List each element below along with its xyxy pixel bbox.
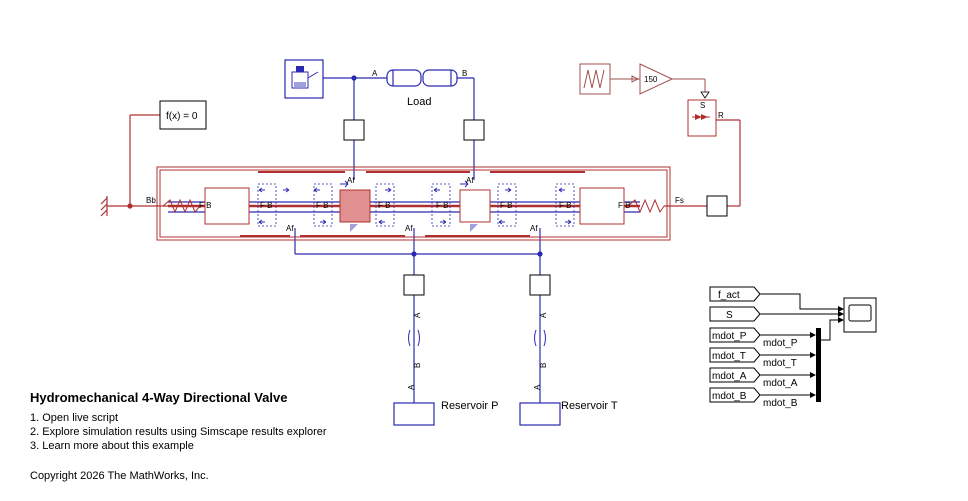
source-port-r: R	[718, 111, 724, 120]
pipe-p-port-a-bottom: A	[407, 384, 416, 390]
model-title: Hydromechanical 4-Way Directional Valve	[30, 390, 288, 405]
label-fb-5: F B	[436, 201, 448, 210]
reservoir-t-label: Reservoir T	[561, 400, 618, 412]
pipe-t-port-a-top: A	[539, 312, 548, 318]
reservoir-p[interactable]	[393, 402, 435, 426]
load-label: Load	[407, 96, 431, 108]
signal-arrowheads	[810, 306, 844, 398]
tag-f-act: f_act	[718, 290, 740, 301]
signal-source-chain[interactable]: 150 S R	[579, 63, 724, 137]
label-bb: Bb	[146, 196, 156, 205]
label-af-2: Af	[466, 176, 474, 185]
pipe-p-port-a-top: A	[413, 312, 422, 318]
source-port-s: S	[700, 101, 705, 110]
solver-configuration-block[interactable]: f(x) = 0	[159, 100, 207, 130]
link-learn-more[interactable]: 3. Learn more about this example	[30, 440, 194, 452]
load-port-b: B	[462, 69, 467, 78]
label-fb-7: F B	[559, 201, 571, 210]
pipe-t[interactable]	[534, 329, 546, 347]
load-port-a: A	[372, 69, 378, 78]
label-af-4: Af	[405, 224, 413, 233]
label-fb-2: F B	[260, 201, 272, 210]
link-explore-results[interactable]: 2. Explore simulation results using Sims…	[30, 426, 327, 438]
bus-label-mdot-t: mdot_T	[763, 358, 797, 369]
tag-mdot-p: mdot_P	[712, 331, 747, 342]
model-description-panel: Hydromechanical 4-Way Directional Valve …	[30, 390, 327, 453]
gain-value: 150	[644, 75, 658, 84]
directional-valve-body[interactable]	[156, 166, 671, 241]
scope-section[interactable]: f_act S mdot_P mdot_T mdot_A mdot_B mdot…	[709, 286, 877, 409]
valve-labels: Bb Fs Af Af Af Af Af F B F B F B F B F B…	[146, 176, 684, 233]
force-source-icon	[692, 114, 710, 120]
mux-bar[interactable]	[816, 328, 821, 402]
from-tag-shapes	[709, 286, 761, 403]
load-cylinder[interactable]	[386, 69, 458, 87]
label-fb-1: F B	[199, 201, 211, 210]
connector-ports[interactable]	[343, 119, 728, 296]
mechanical-reference-icon	[100, 196, 108, 217]
bus-label-mdot-a: mdot_A	[763, 378, 798, 389]
pipe-p[interactable]	[408, 329, 420, 347]
bus-label-mdot-p: mdot_P	[763, 338, 798, 349]
label-fb-3: F B	[316, 201, 328, 210]
label-fb-6: F B	[500, 201, 512, 210]
label-af-5: Af	[530, 224, 538, 233]
copyright-notice: Copyright 2026 The MathWorks, Inc.	[30, 470, 209, 482]
tag-mdot-b: mdot_B	[712, 391, 747, 402]
reservoir-t[interactable]	[519, 402, 561, 426]
pipe-p-port-b: B	[413, 363, 422, 368]
label-fb-4: F B	[378, 201, 390, 210]
tag-mdot-t: mdot_T	[712, 351, 746, 362]
hydraulic-fluid-icon[interactable]	[284, 59, 324, 99]
link-open-live-script[interactable]: 1. Open live script	[30, 412, 119, 424]
bus-label-mdot-b: mdot_B	[763, 398, 798, 409]
signal-wires	[760, 293, 838, 396]
pipe-port-labels: A B A A B A	[407, 312, 548, 390]
tag-mdot-a: mdot_A	[712, 371, 747, 382]
label-af-1: Af	[347, 176, 355, 185]
tag-s: S	[726, 310, 733, 321]
label-af-3: Af	[286, 224, 294, 233]
solver-label: f(x) = 0	[166, 111, 198, 122]
pipe-t-port-b: B	[539, 363, 548, 368]
label-fb-8: F B	[618, 201, 630, 210]
pipe-t-port-a-bottom: A	[533, 384, 542, 390]
label-fs: Fs	[675, 196, 684, 205]
reservoir-p-label: Reservoir P	[441, 400, 498, 412]
scope-icon[interactable]	[843, 297, 877, 333]
